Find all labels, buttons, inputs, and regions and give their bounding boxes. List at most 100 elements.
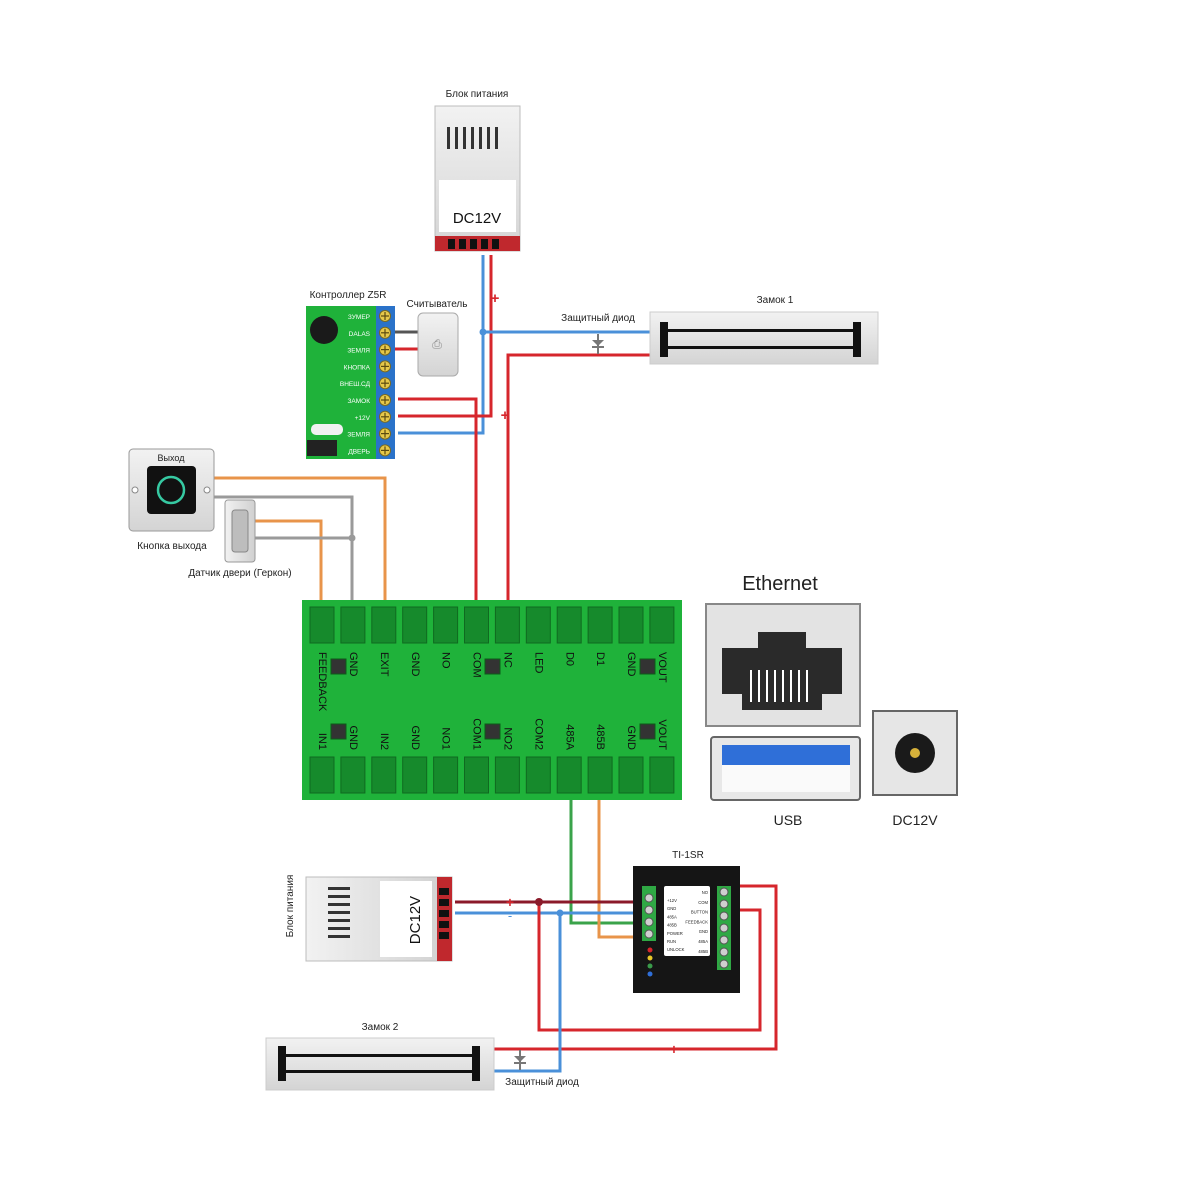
board-pin-label: EXIT (378, 652, 390, 677)
z5r-terminal-label: ЗЕМЛЯ (347, 348, 370, 355)
wire-junctions (348, 328, 564, 917)
psu-bottom-voltage: DC12V (407, 896, 424, 944)
z5r-terminal-label: КНОПКА (344, 364, 371, 371)
board-pin-label: LED (532, 652, 544, 673)
board-terminal (340, 756, 366, 794)
board-terminal (340, 606, 366, 644)
board-terminal (371, 756, 397, 794)
board-terminal (433, 756, 459, 794)
ti-terminal (719, 959, 729, 969)
diode-1: Защитный диод - + (501, 313, 635, 424)
quartz (311, 424, 343, 435)
ethernet-label: Ethernet (742, 573, 818, 595)
wire-sensor-orange (255, 519, 323, 608)
board-terminal (556, 756, 582, 794)
card-icon: ⎙ (432, 337, 442, 351)
reader-label: Считыватель (407, 299, 468, 310)
exit-button-label: Кнопка выхода (137, 541, 207, 552)
ti-terminal (644, 893, 654, 903)
reader: Считыватель ⎙ (407, 299, 468, 377)
door-sensor: Датчик двери (Геркон) (188, 499, 292, 579)
polarity-plus: + (670, 1041, 678, 1057)
board-pin-label: GND (347, 726, 359, 751)
board-pin-label: D1 (594, 652, 606, 666)
lock1-label: Замок 1 (757, 295, 794, 306)
board-terminal (309, 606, 335, 644)
psu-bottom-label: Блок питания (285, 875, 296, 938)
polarity-plus: + (501, 407, 510, 424)
board-terminal (309, 756, 335, 794)
ti1sr-label: TI-1SR (672, 850, 704, 861)
wire-lock2-blue (490, 913, 562, 1073)
ti-terminal (719, 947, 729, 957)
ti-left-label: POWER (667, 931, 683, 936)
exit-button: Выход Кнопка выхода (128, 448, 215, 552)
wire-lock1-red (506, 353, 650, 608)
ti-terminal (719, 923, 729, 933)
board-terminal (649, 756, 675, 794)
board-terminal (402, 756, 428, 794)
board-pin-label: GND (625, 652, 637, 677)
diode2-label: Защитный диод (505, 1077, 579, 1088)
board-terminal (494, 756, 520, 794)
wires (214, 255, 778, 1073)
z5r-controller: Контроллер Z5R ЗУМЕРDALASЗЕМЛЯКНОПКАВНЕШ… (306, 290, 395, 459)
z5r-terminal-label: +12V (355, 415, 371, 422)
wire-exit-orange (214, 476, 387, 608)
vent-slots (447, 127, 498, 149)
dc-jack: DC12V (872, 710, 958, 828)
board-pin-label: GND (347, 652, 359, 677)
board-terminal (618, 756, 644, 794)
board-terminal (402, 606, 428, 644)
board-pin-label: NC (501, 652, 513, 668)
board-pin-label: 485A (563, 724, 575, 750)
ti-right-label: GND (699, 929, 708, 934)
polarity-minus: - (576, 323, 580, 338)
board-pin-label: FEEDBACK (316, 652, 328, 712)
psu-top: Блок питания DC12V + (434, 89, 521, 307)
wire-485a (569, 800, 633, 925)
lock-1: Замок 1 (649, 295, 879, 365)
board-pin-label: NO1 (440, 727, 452, 750)
ti-terminal (644, 905, 654, 915)
wire-exit-gray (214, 495, 354, 608)
board-pin-label: VOUT (656, 652, 668, 683)
board-terminal (618, 606, 644, 644)
lock-2: Замок 2 (265, 1022, 495, 1091)
z5r-terminal-label: ЗУМЕР (348, 314, 370, 321)
board-pin-label: VOUT (656, 719, 668, 750)
board-pin-label: IN2 (378, 733, 390, 750)
board-pin-label: GND (625, 726, 637, 751)
ti-right-label: 485B (698, 949, 708, 954)
ti-left-label: 485A (667, 914, 677, 919)
ti-right-label: NO (702, 890, 709, 895)
board-pin-label: COM (471, 652, 483, 678)
usb-port: USB (710, 736, 861, 828)
ti-terminal (719, 887, 729, 897)
ti-left-label: 485B (667, 923, 677, 928)
board-pin-label: GND (409, 726, 421, 751)
psu-top-label: Блок питания (446, 89, 509, 100)
board-pin-label: NO2 (501, 727, 513, 750)
ti-left-label: RUN (667, 939, 676, 944)
exit-top-label: Выход (158, 453, 186, 463)
psu-top-voltage: DC12V (453, 210, 501, 227)
board-terminal (371, 606, 397, 644)
board-terminal (433, 606, 459, 644)
ti-right-label: COM (698, 900, 708, 905)
board-terminal (494, 606, 520, 644)
buzzer (310, 316, 338, 344)
z5r-terminal-label: ЗЕМЛЯ (347, 432, 370, 439)
board-terminal (587, 606, 613, 644)
ti-right-label: BUTTON (691, 910, 708, 915)
ti-terminal (644, 917, 654, 927)
z5r-terminal-label: ДВЕРЬ (348, 448, 370, 455)
z5r-terminal-label: ЗАМОК (347, 398, 370, 405)
board-terminal (525, 756, 551, 794)
board-pin-label: NO (440, 652, 452, 669)
ti-terminal (719, 899, 729, 909)
board-terminal (525, 606, 551, 644)
lock2-label: Замок 2 (362, 1022, 399, 1033)
